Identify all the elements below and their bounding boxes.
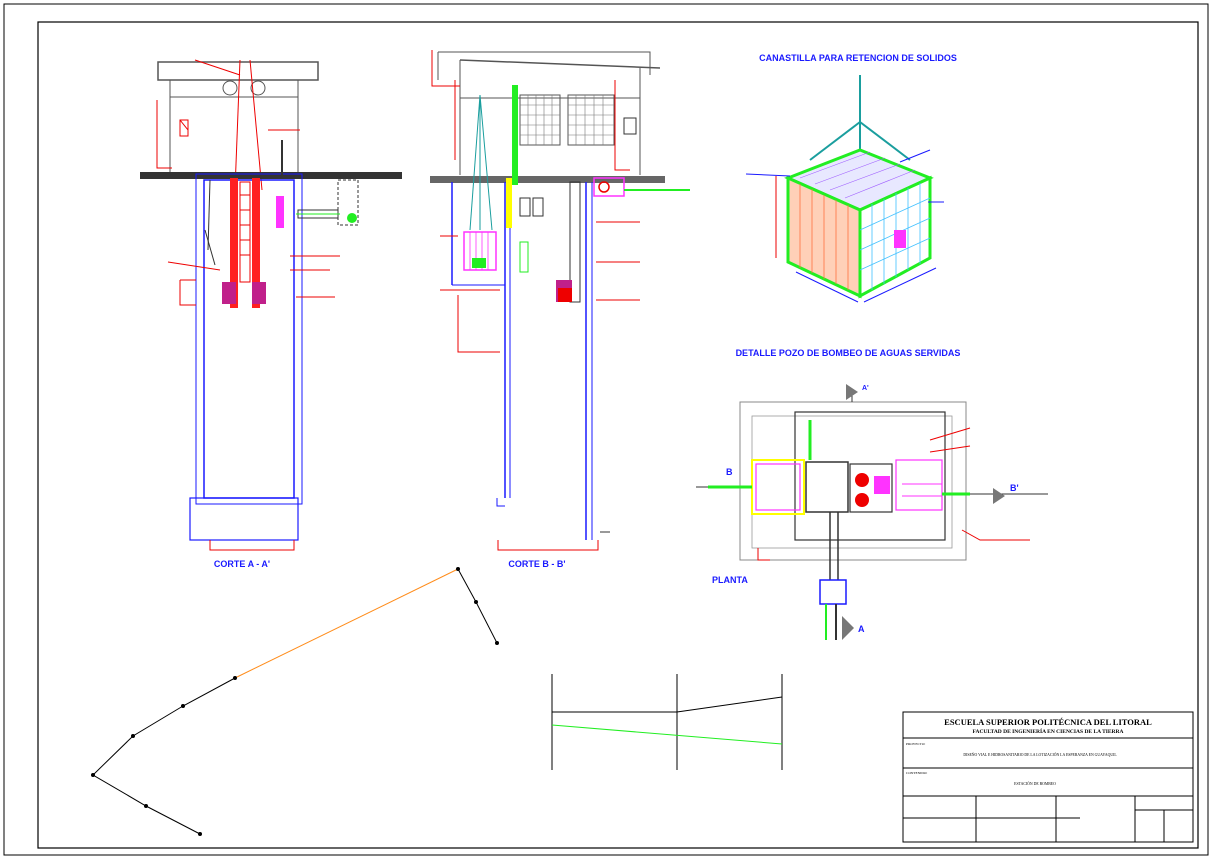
profile-sketch	[551, 674, 783, 770]
basket-isometric-drawing	[745, 75, 944, 303]
outer-frame	[3, 3, 1209, 856]
section-mark-b: B	[726, 467, 733, 477]
title-block-content-label: CONTENIDO:	[906, 771, 927, 775]
section-mark-b-prime: B'	[1010, 483, 1019, 493]
section-a-title: CORTE A - A'	[214, 559, 270, 569]
title-block-institution: ESCUELA SUPERIOR POLITÉCNICA DEL LITORAL	[944, 717, 1152, 727]
title-block-content: ESTACIÓN DE BOMBEO	[1014, 781, 1056, 786]
section-mark-a: A	[858, 624, 865, 634]
section-a-drawing	[140, 59, 402, 551]
survey-polyline	[91, 567, 499, 836]
title-block-project: DISEÑO VIAL E HIDROSANITARIO DE LA LOTIZ…	[963, 752, 1117, 757]
plan-view-drawing	[696, 384, 1048, 640]
title-block-project-label: PROYECTO:	[906, 742, 925, 746]
section-b-drawing	[430, 50, 690, 551]
section-b-title: CORTE B - B'	[508, 559, 565, 569]
section-mark-a-prime: A'	[862, 385, 869, 392]
pump-well-detail-title: DETALLE POZO DE BOMBEO DE AGUAS SERVIDAS	[736, 348, 961, 358]
title-block	[902, 711, 1194, 843]
title-block-faculty: FACULTAD DE INGENIERÍA EN CIENCIAS DE LA…	[973, 727, 1124, 735]
plan-title: PLANTA	[712, 575, 748, 585]
basket-title: CANASTILLA PARA RETENCION DE SOLIDOS	[759, 53, 957, 63]
inner-frame	[37, 21, 1199, 849]
